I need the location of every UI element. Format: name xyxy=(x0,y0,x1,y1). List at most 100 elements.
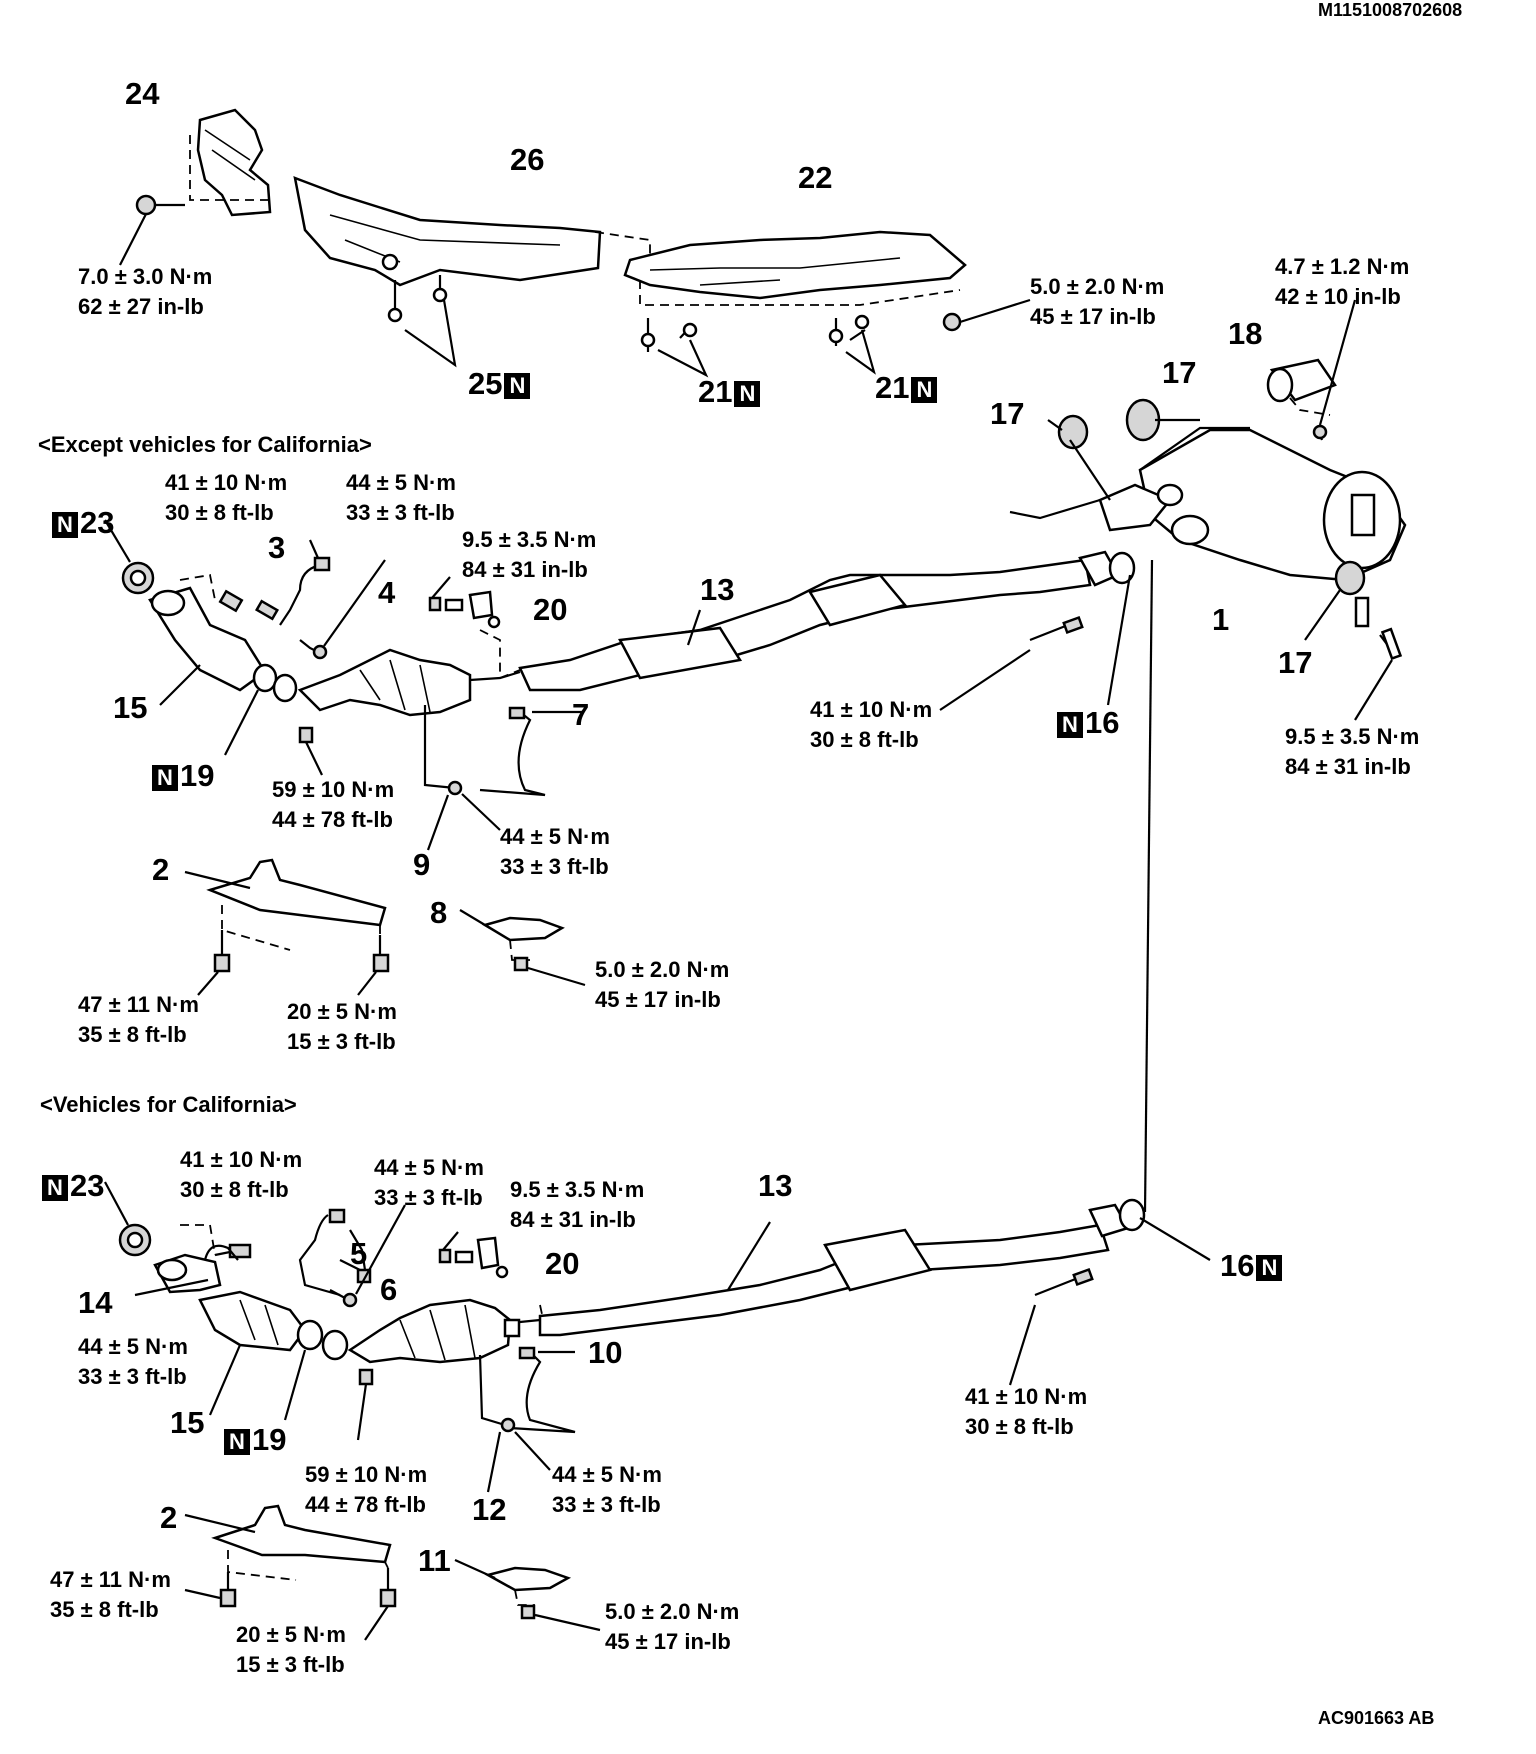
gasket-23-lower xyxy=(104,1181,152,1257)
callout-17-left: 17 xyxy=(990,396,1025,431)
bracket-20-lower xyxy=(438,1231,509,1279)
callout-8: 8 xyxy=(430,895,448,930)
flange-16-lower xyxy=(1088,1198,1211,1261)
clips-25 xyxy=(387,275,457,368)
new-part-marker: N xyxy=(911,376,938,403)
flange-nut-upper xyxy=(298,726,323,776)
callout-7: 7 xyxy=(572,697,590,732)
muffler-bolt xyxy=(1354,627,1403,721)
doc-code: M1151008702608 xyxy=(1318,0,1463,20)
sensor-12-harness xyxy=(478,1346,576,1493)
tail-pipe-18 xyxy=(1266,299,1357,441)
callout-2-lower: 2 xyxy=(160,1500,178,1535)
nut-top xyxy=(942,298,1031,332)
callout-24: 24 xyxy=(125,76,160,111)
clips-21 xyxy=(640,314,876,378)
gaskets-19-upper xyxy=(224,663,298,756)
new-part-marker: N xyxy=(42,1174,68,1201)
callout-17-middle: 17 xyxy=(1162,355,1197,390)
new-part-marker: N xyxy=(1057,711,1083,738)
gasket-23-upper xyxy=(104,519,155,595)
o2-sensor-4 xyxy=(299,559,386,660)
o2-sensor-3 xyxy=(279,539,331,626)
spring-bolts-upper xyxy=(218,589,280,621)
center-pipe-13-upper xyxy=(518,558,1092,692)
callout-15-upper: 15 xyxy=(113,690,148,725)
callout-13-lower: 13 xyxy=(758,1168,793,1203)
o2-sensor-5 xyxy=(298,1208,372,1297)
bracket-8-upper xyxy=(459,909,586,987)
catalytic-converter-lower xyxy=(347,1298,546,1364)
flange-16-upper xyxy=(1078,550,1136,706)
stay-2-upper xyxy=(184,858,390,996)
heat-protector-22 xyxy=(623,230,967,306)
callout-20-lower: 20 xyxy=(545,1246,580,1281)
o2-sensor-6 xyxy=(329,1204,406,1308)
new-part-marker: N xyxy=(152,764,178,791)
flange-nut-lower xyxy=(356,1368,374,1441)
bolt-top-left xyxy=(119,194,185,266)
new-part-marker: N xyxy=(1256,1254,1283,1281)
hangers-17 xyxy=(1047,398,1370,641)
sensor-14-lower xyxy=(134,1244,239,1297)
callout-6: 6 xyxy=(380,1272,398,1307)
new-part-marker: N xyxy=(504,372,531,399)
gaskets-19-lower xyxy=(283,1319,349,1421)
callout-9: 9 xyxy=(413,847,431,882)
callout-10: 10 xyxy=(588,1335,623,1370)
section-heading-except-california: <Except vehicles for California> xyxy=(38,432,372,457)
callout-11: 11 xyxy=(418,1543,451,1578)
main-muffler-1 xyxy=(1009,426,1407,582)
front-pipe-15-upper xyxy=(148,573,267,706)
bracket-11-lower xyxy=(454,1558,601,1632)
callout-14: 14 xyxy=(78,1285,113,1320)
stay-2-lower xyxy=(184,1504,397,1641)
callout-5: 5 xyxy=(350,1236,368,1271)
front-pipe-15-lower xyxy=(198,1290,307,1416)
callout-20-upper: 20 xyxy=(533,592,568,627)
new-part-marker: N xyxy=(224,1428,250,1455)
pipe-bolts-lower xyxy=(1008,1267,1094,1386)
new-part-marker: N xyxy=(734,380,761,407)
callout-26: 26 xyxy=(510,142,545,177)
callout-17-right: 17 xyxy=(1278,645,1313,680)
heat-protector-24 xyxy=(189,108,272,217)
callout-4: 4 xyxy=(378,575,396,610)
callout-3: 3 xyxy=(268,530,286,565)
callout-13-upper: 13 xyxy=(700,572,735,607)
pipe-bolts-upper xyxy=(939,615,1084,711)
sensor-9-harness xyxy=(423,705,582,851)
callout-12: 12 xyxy=(472,1492,507,1527)
new-part-marker: N xyxy=(52,511,78,538)
callout-1: 1 xyxy=(1212,602,1230,637)
catalytic-converter-upper xyxy=(297,629,521,717)
